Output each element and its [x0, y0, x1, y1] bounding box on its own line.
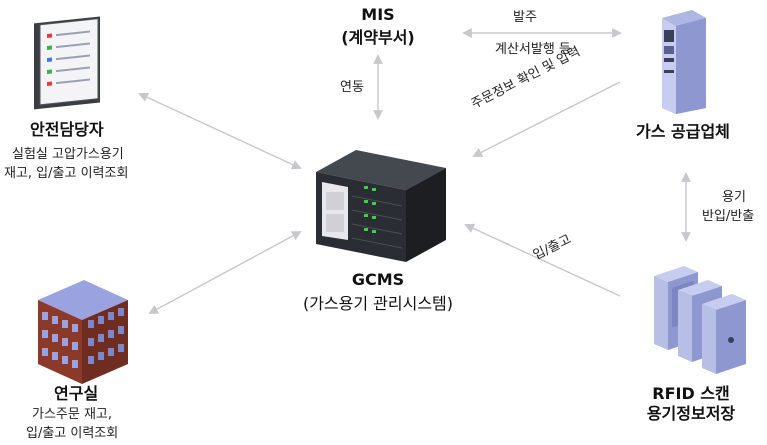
arrow-supplier-gcms [472, 81, 621, 157]
edge-label-order: 발주 [513, 10, 537, 25]
lab-desc-line1: 가스주문 재고, [32, 407, 113, 422]
lab-title: 연구실 [54, 384, 99, 403]
lab-desc-line2: 입/출고 이력조회 [26, 426, 119, 441]
arrow-rfid-gcms [464, 223, 621, 297]
clipboard-icon [34, 16, 100, 110]
edge-label-sync: 연동 [340, 80, 364, 95]
edge-label-cylinder: 용기 [722, 190, 746, 205]
mis-title: MIS [361, 5, 395, 24]
arrow-safety-gcms [138, 92, 302, 170]
gcms-title: GCMS [351, 270, 405, 289]
safety-desc-line2: 재고, 입/출고 이력조회 [4, 166, 129, 181]
safety-title: 안전담당자 [30, 120, 104, 139]
rfid-title: RFID 스캔 [652, 384, 730, 403]
arrow-lab-gcms [148, 231, 302, 314]
gcms-subtitle: (가스용기 관리시스템) [302, 294, 454, 313]
kiosk-icon [662, 10, 706, 114]
storage-cabinet-icon [654, 266, 746, 374]
rfid-subtitle: 용기정보저장 [646, 404, 736, 423]
building-icon [38, 280, 128, 384]
edge-label-in-out-cylinder: 반입/반출 [702, 209, 755, 224]
server-icon [316, 150, 446, 262]
edge-label-invoice: 계산서발행 등 [495, 42, 571, 57]
mis-subtitle: (계약부서) [341, 28, 415, 47]
safety-desc-line1: 실험실 고압가스용기 [12, 147, 124, 162]
supplier-title: 가스 공급업체 [636, 122, 730, 141]
